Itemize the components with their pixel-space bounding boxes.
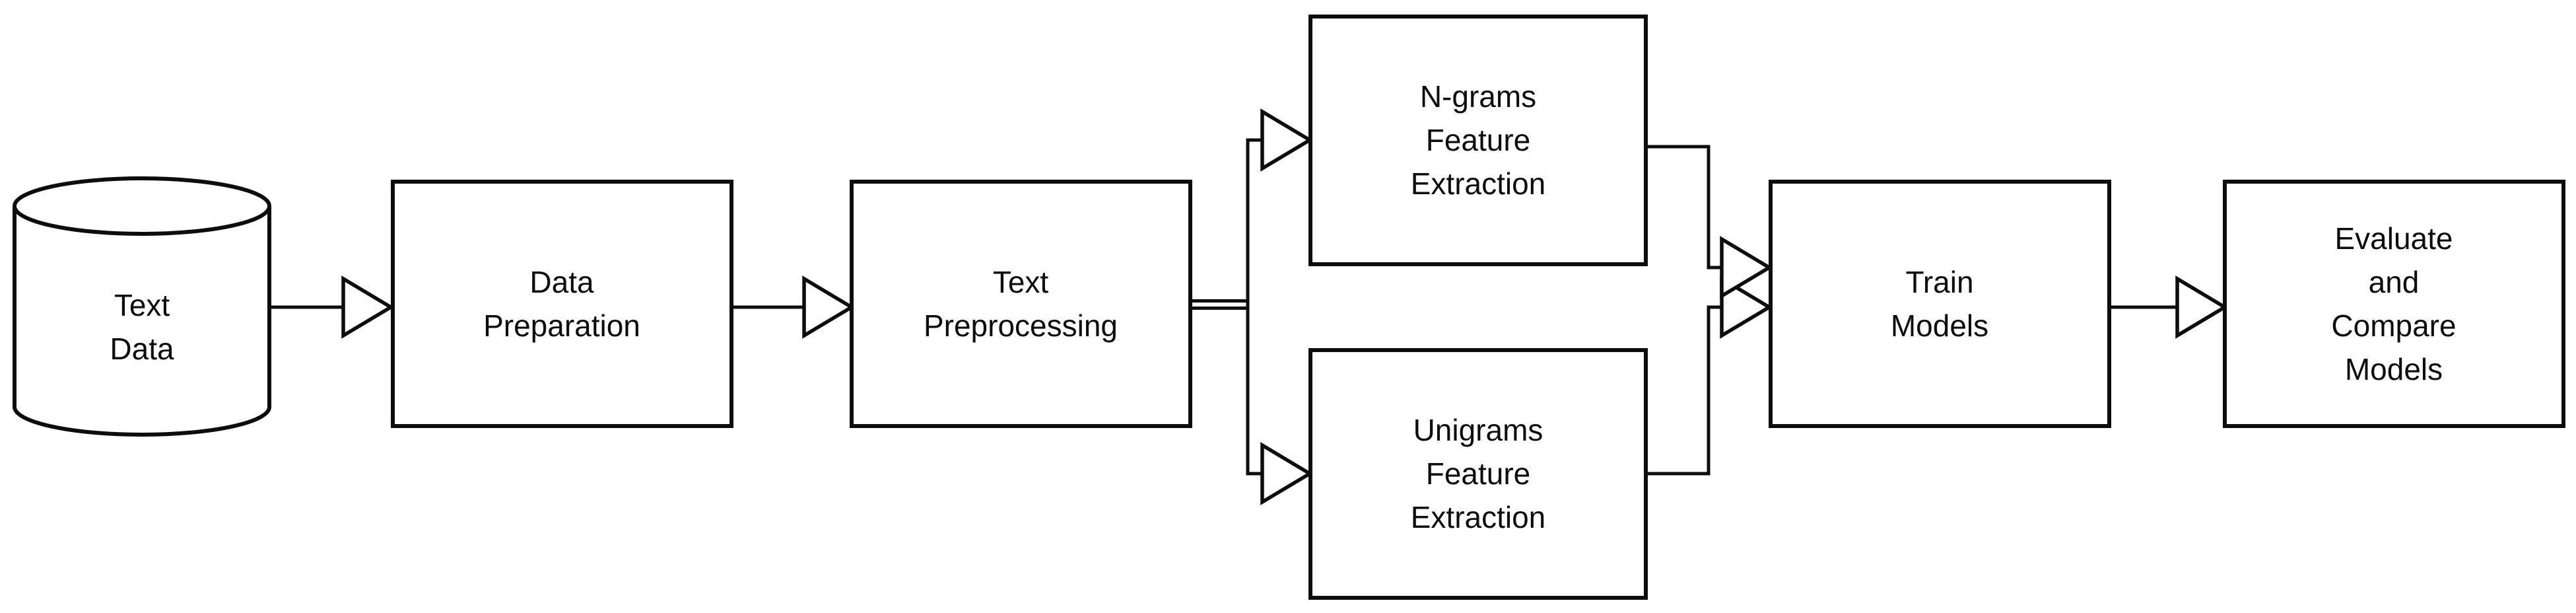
process-box [1308, 348, 1648, 600]
node-text-preprocessing: Text Preprocessing [850, 180, 1192, 428]
node-label-line: and [2369, 265, 2420, 299]
node-label-line: Feature [1426, 456, 1531, 491]
node-ngrams-feature-extraction: N-grams Feature Extraction [1308, 15, 1648, 266]
arrowhead-into-evaluate [2175, 275, 2229, 339]
node-label-line: Train [1905, 265, 1973, 299]
node-text-data: Text Data [13, 176, 271, 437]
cylinder-top [13, 176, 271, 236]
node-label-line: Models [1891, 308, 1988, 343]
arrowhead-into-text-preprocessing [802, 275, 856, 339]
process-box [1308, 15, 1648, 266]
edge-split-vertical [1246, 138, 1262, 476]
node-evaluate-and-compare-models: Evaluate and Compare Models [2223, 180, 2565, 428]
arrowhead-into-data-preparation [341, 275, 395, 339]
node-label-line: Preprocessing [924, 308, 1118, 343]
arrowhead-into-ngrams [1260, 108, 1314, 172]
node-label-line: Data [529, 265, 594, 299]
node-label-line: Preparation [483, 308, 640, 343]
edge-ngrams-to-train-models [1646, 145, 1722, 270]
node-label-line: Text [993, 265, 1049, 299]
process-box [850, 180, 1192, 428]
arrowhead-into-unigrams [1260, 442, 1314, 505]
node-label-line: N-grams [1420, 79, 1536, 114]
node-train-models: Train Models [1769, 180, 2111, 428]
node-label-line: Extraction [1411, 166, 1546, 201]
node-unigrams-feature-extraction: Unigrams Feature Extraction [1308, 348, 1648, 600]
edges [269, 108, 2229, 505]
process-box [1769, 180, 2111, 428]
edge-unigrams-to-train-models [1646, 305, 1722, 476]
node-label-line: Models [2345, 352, 2443, 386]
node-label-line: Unigrams [1413, 413, 1543, 447]
arrowhead-into-train-models-upper [1720, 236, 1773, 299]
arrowhead-into-train-models-lower [1720, 275, 1773, 339]
node-label-line: Evaluate [2334, 221, 2453, 256]
node-data-preparation: Data Preparation [391, 180, 733, 428]
node-label-line: Compare [2331, 308, 2456, 343]
process-box [391, 180, 733, 428]
node-label-line: Feature [1426, 123, 1531, 157]
cylinder-body [13, 206, 271, 437]
node-label-line: Text [114, 288, 170, 322]
node-label-line: Data [110, 332, 174, 366]
node-label-line: Extraction [1411, 500, 1546, 534]
process-box [2223, 180, 2565, 428]
